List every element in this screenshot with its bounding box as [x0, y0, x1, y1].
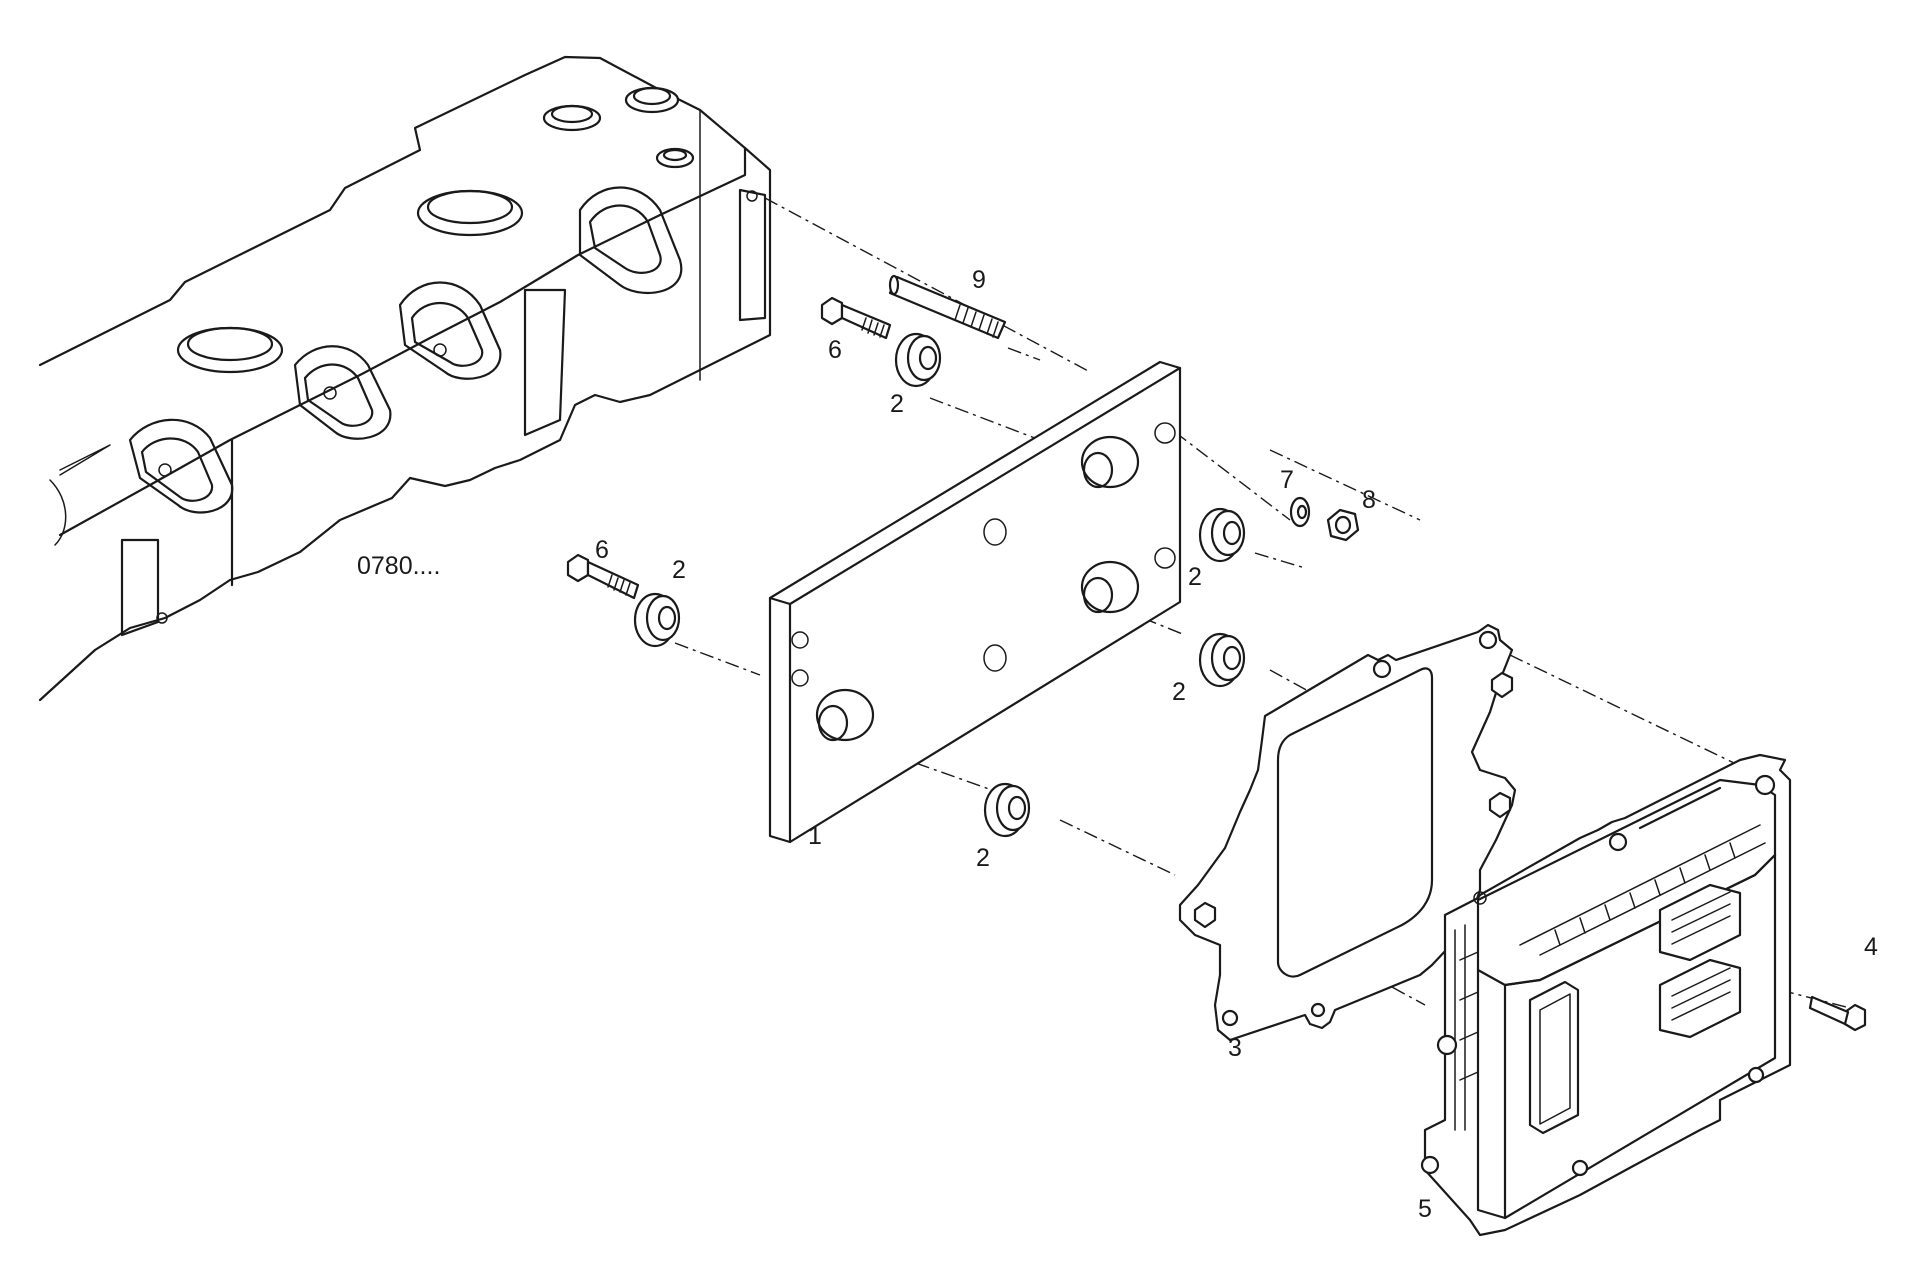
stud-bolt — [888, 274, 1007, 340]
callout-2-right-1: 2 — [1188, 563, 1202, 591]
callout-6-lower: 6 — [595, 536, 609, 564]
callout-7: 7 — [1280, 466, 1294, 494]
callout-labels: 9 6 2 7 8 6 2 2 2 1 2 4 3 5 — [595, 266, 1878, 1223]
electronic-control-unit — [1420, 753, 1792, 1237]
spacer-lower-left — [633, 592, 681, 648]
callout-5: 5 — [1418, 1195, 1432, 1223]
spacer-bottom — [983, 782, 1031, 838]
callout-4: 4 — [1864, 933, 1878, 961]
engine-cylinder-head — [38, 55, 772, 702]
hex-bolt-small — [1808, 995, 1867, 1032]
hex-bolt-lower — [566, 553, 640, 600]
gasket-frame — [1178, 623, 1517, 1042]
callout-2-right-2: 2 — [1172, 678, 1186, 706]
callout-2-bottom: 2 — [976, 844, 990, 872]
washer — [1289, 496, 1311, 528]
callout-2-upper: 2 — [890, 390, 904, 418]
callout-9: 9 — [972, 266, 986, 294]
spacer-upper — [894, 332, 942, 388]
callout-2-lower-left: 2 — [672, 556, 686, 584]
callout-3: 3 — [1228, 1034, 1242, 1062]
callout-1: 1 — [808, 822, 822, 850]
reference-number-label: 0780.... — [357, 552, 440, 580]
callout-6-upper: 6 — [828, 336, 842, 364]
mounting-plate — [768, 360, 1182, 844]
callout-8: 8 — [1362, 486, 1376, 514]
hex-bolt-upper — [820, 296, 892, 340]
spacer-right-2 — [1198, 632, 1246, 688]
spacer-right-1 — [1198, 507, 1246, 563]
hex-nut — [1326, 508, 1360, 542]
